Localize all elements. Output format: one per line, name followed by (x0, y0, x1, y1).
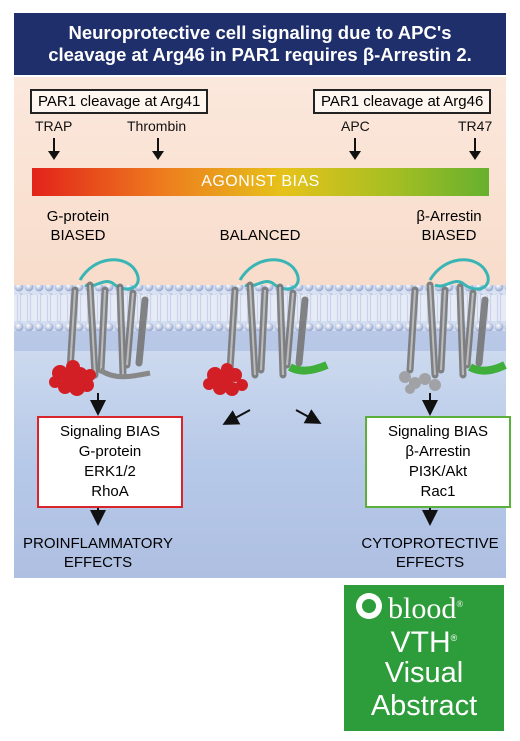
erk-item: ERK1/2 (84, 463, 136, 480)
biased-label-right: BIASED (421, 227, 477, 244)
receptor-middle (203, 258, 329, 396)
receptor-right (399, 258, 507, 394)
g-protein-item: G-protein (78, 443, 142, 460)
cytoprotective-effects: CYTOPROTECTIVE EFFECTS (352, 534, 508, 572)
arrow-thrombin (152, 138, 164, 160)
agonist-apc: APC (341, 118, 370, 134)
arrow-tr47 (469, 138, 481, 160)
vth-registered-mark: ® (450, 633, 458, 643)
title-line-1: Neuroprotective cell signaling due to AP… (68, 22, 452, 43)
agonist-bias-bar: AGONIST BIAS (32, 168, 489, 196)
arrow-trap (48, 138, 60, 160)
agonist-tr47: TR47 (458, 118, 493, 134)
arrow-apc (349, 138, 361, 160)
rhoa-item: RhoA (91, 483, 129, 500)
agonist-thrombin: Thrombin (127, 118, 187, 134)
arrestin-signaling-box: Signaling BIAS β-Arrestin PI3K/Akt Rac1 (365, 416, 511, 508)
arg46-cleavage-box: PAR1 cleavage at Arg46 (313, 89, 492, 114)
cytoprotective-label: CYTOPROTECTIVE (361, 535, 499, 552)
blood-seal-icon (356, 593, 382, 619)
pi3k-item: PI3K/Akt (408, 463, 468, 480)
title-line-2: cleavage at Arg46 in PAR1 requires β-Arr… (48, 44, 472, 65)
biased-label-left: BIASED (50, 227, 106, 244)
vth-label: VTH (390, 626, 451, 659)
g-protein-label: G-protein (46, 208, 110, 225)
signaling-bias-left: Signaling BIAS (59, 423, 161, 440)
effects-label-left: EFFECTS (63, 554, 133, 571)
blood-vth-logo: blood® VTH® Visual Abstract (344, 585, 504, 731)
signaling-bias-right: Signaling BIAS (387, 423, 489, 440)
agonist-trap: TRAP (35, 118, 73, 134)
arg41-cleavage-box: PAR1 cleavage at Arg41 (30, 89, 209, 114)
blood-wordmark: blood (388, 592, 457, 625)
proinflammatory-effects: PROINFLAMMATORY EFFECTS (20, 534, 176, 572)
effects-label-right: EFFECTS (395, 554, 465, 571)
g-protein-signaling-box: Signaling BIAS G-protein ERK1/2 RhoA (37, 416, 183, 508)
arrestin-label: β-Arrestin (416, 208, 482, 225)
title-banner: Neuroprotective cell signaling due to AP… (14, 13, 506, 75)
rac1-item: Rac1 (420, 483, 456, 500)
registered-mark: ® (456, 599, 464, 609)
proinflammatory-label: PROINFLAMMATORY (22, 535, 174, 552)
visual-label: Visual (384, 657, 464, 689)
abstract-label: Abstract (370, 690, 478, 722)
receptor-left (49, 258, 151, 396)
balanced-label: BALANCED (219, 227, 301, 244)
g-protein-biased-label: G-protein BIASED (28, 207, 128, 245)
arrestin-biased-label: β-Arrestin BIASED (394, 207, 504, 245)
arrestin-item: β-Arrestin (405, 443, 471, 460)
